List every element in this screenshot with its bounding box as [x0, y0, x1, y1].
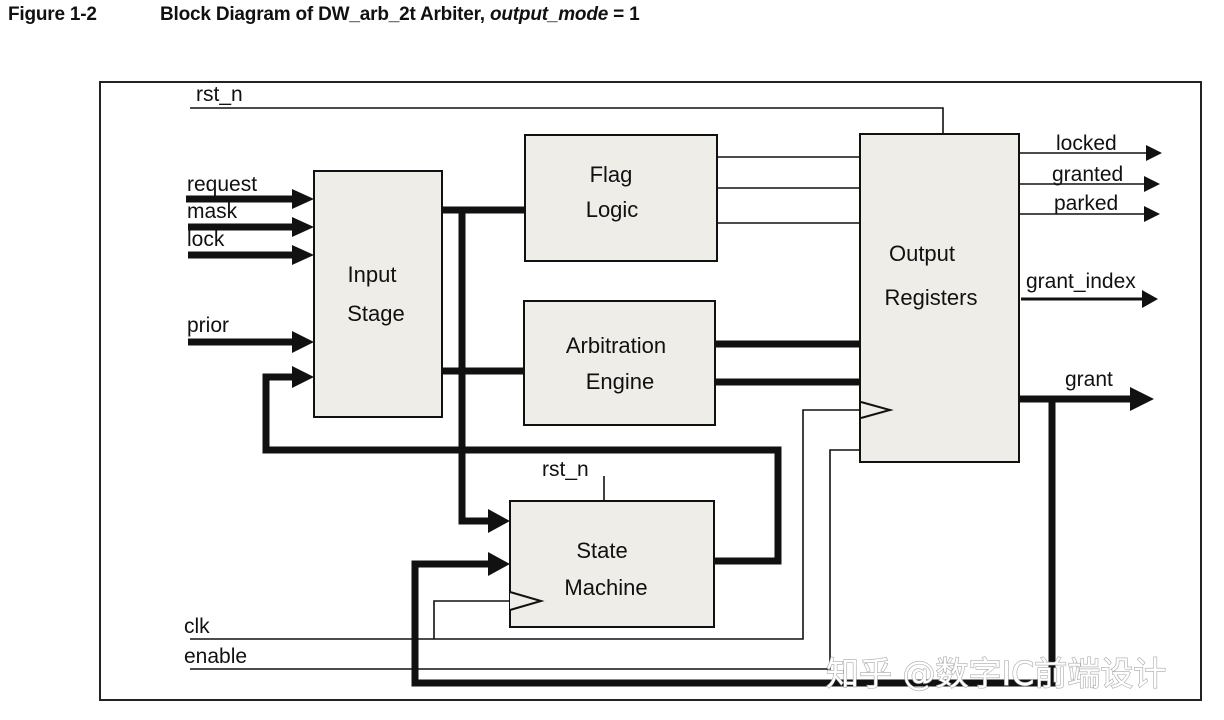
label-rst-n-sm: rst_n — [542, 458, 589, 481]
block-input-stage: Input Stage — [313, 170, 443, 418]
wire-clk — [190, 409, 862, 640]
arrow-granted — [1144, 176, 1160, 192]
label-granted: granted — [1052, 163, 1123, 186]
label-request: request — [187, 173, 257, 196]
arrow-mask — [292, 217, 314, 237]
clock-triangle-icon — [860, 401, 894, 419]
label-grant: grant — [1065, 368, 1113, 391]
output-registers-line2: Registers — [885, 285, 978, 310]
arrow-request — [292, 189, 314, 209]
arrow-sm-in-2 — [488, 552, 510, 576]
input-stage-line2: Stage — [347, 301, 405, 326]
label-mask: mask — [187, 200, 238, 223]
arrow-feedback — [292, 366, 314, 388]
output-registers-line1: Output — [889, 241, 955, 266]
bus-grant-loop — [411, 399, 1056, 687]
wire-clk-sm — [433, 600, 510, 639]
label-rst-n-top: rst_n — [196, 83, 243, 106]
flag-logic-line1: Flag — [590, 162, 633, 187]
label-locked: locked — [1056, 132, 1117, 155]
arrow-grant-index — [1142, 290, 1158, 308]
label-grant-index: grant_index — [1026, 270, 1136, 293]
arbitration-engine-line1: Arbitration — [566, 333, 666, 358]
clock-triangle-icon — [509, 591, 545, 611]
figure-title-param: output_mode — [489, 4, 609, 25]
label-enable: enable — [184, 645, 247, 668]
label-clk: clk — [184, 615, 210, 638]
figure-number: Figure 1-2 — [8, 4, 97, 25]
block-arbitration-engine: Arbitration Engine — [523, 300, 716, 426]
state-machine-line1: State — [576, 538, 627, 563]
block-flag-logic: Flag Logic — [524, 134, 718, 262]
watermark: 知乎 @数字IC前端设计 — [826, 654, 1166, 693]
arrow-sm-in-1 — [488, 509, 510, 533]
arrow-lock — [292, 245, 314, 265]
arbitration-engine-line2: Engine — [586, 369, 655, 394]
wire-rst-n-top — [190, 107, 944, 134]
arrowheads — [292, 145, 1162, 576]
figure-title-suffix: = 1 — [608, 4, 640, 25]
bus-sm-feedback — [262, 373, 782, 565]
arrow-prior — [292, 331, 314, 353]
figure-title: Block Diagram of DW_arb_2t Arbiter, — [160, 4, 490, 25]
label-parked: parked — [1054, 192, 1118, 215]
flag-logic-line2: Logic — [586, 197, 639, 222]
block-state-machine: State Machine — [509, 500, 715, 628]
label-lock: lock — [187, 228, 225, 251]
arrow-locked — [1146, 145, 1162, 161]
figure-caption: Figure 1-2 Block Diagram of DW_arb_2t Arb… — [8, 4, 640, 26]
bus-input-to-sm — [458, 210, 494, 525]
wire-enable — [190, 449, 862, 670]
state-machine-line2: Machine — [564, 575, 647, 600]
arrow-parked — [1144, 206, 1160, 222]
diagram-frame — [99, 81, 1202, 701]
input-stage-line1: Input — [348, 262, 397, 287]
label-prior: prior — [187, 314, 229, 337]
arrow-grant — [1130, 387, 1154, 411]
block-output-registers: Output Registers — [859, 133, 1020, 463]
